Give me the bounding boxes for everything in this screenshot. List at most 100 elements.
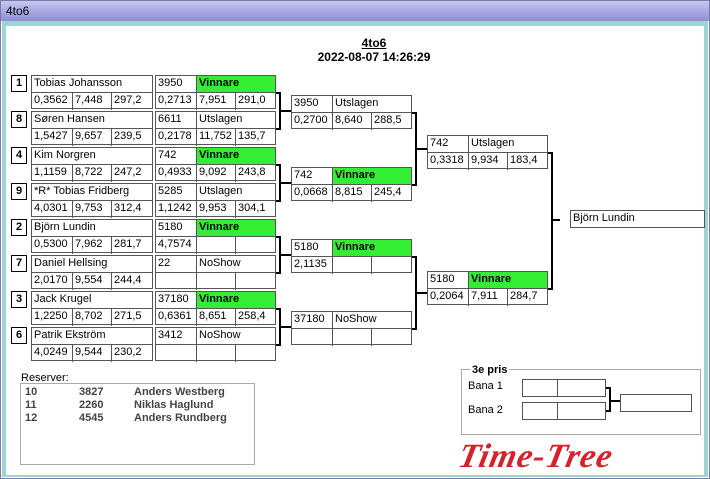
match-id: 5180 [294,241,319,253]
match-stat: 0,2700 [294,114,328,126]
player-stat: 2,0170 [34,274,68,286]
reserve-name: Niklas Haglund [134,399,214,411]
player-stat: 247,2 [111,165,152,182]
match-stat [156,273,196,290]
match-id: 742 [430,137,449,149]
bracket-line [416,148,427,150]
reserve-row: 11 [25,399,37,411]
match-id: 22 [158,257,171,269]
lane1-label: Bana 1 [468,380,503,392]
bracket-line [412,184,416,186]
player-stat: 239,5 [111,129,152,146]
round1-result[interactable]: 3412 NoShow [155,327,276,362]
player-stat: 8,702 [72,309,111,326]
final-winner-name: Björn Lundin [573,212,635,224]
bracket-line [276,272,280,274]
match-id: 37180 [294,313,325,325]
player-stat: 4,0301 [34,202,68,214]
round2-result[interactable]: 37180 NoShow [291,311,412,346]
reserves-panel: 10 3827 Anders Westberg 11 2260 Niklas H… [20,383,255,465]
match-stat [332,257,371,274]
title-bar[interactable]: 4to6 [1,1,709,21]
match-id: 5180 [430,273,455,285]
bracket-line [280,254,292,256]
match-stat: 135,7 [235,129,275,146]
player-stat: 297,2 [111,93,152,110]
match-stat [371,257,411,274]
match-result-label: Vinnare [196,148,275,165]
match-id: 5180 [158,221,183,233]
match-stat [292,329,332,346]
divider [156,128,275,129]
divider [428,288,547,289]
match-result-label: Vinnare [332,168,411,185]
lane1-input[interactable] [522,379,606,397]
divider [292,328,411,329]
divider [32,236,152,237]
match-stat: 0,3318 [430,154,464,166]
match-result-label: Utslagen [196,112,275,129]
player-stat: 9,554 [72,273,111,290]
seed-number: 8 [11,111,27,128]
divider [32,128,152,129]
bracket-line [280,182,292,184]
match-result-label: NoShow [196,328,275,345]
match-id: 3950 [158,77,183,89]
divider [156,344,275,345]
seed-number: 4 [11,147,27,164]
player-stat: 230,2 [111,345,152,362]
match-stat: 0,2064 [430,290,464,302]
bracket-line [280,110,292,112]
player-stat: 271,5 [111,309,152,326]
match-stat: 9,953 [196,201,235,218]
bracket-line [548,288,552,290]
divider [156,308,275,309]
player-stat: 0,3562 [34,94,68,106]
lane2-input[interactable] [522,402,606,420]
reserve-row: 10 [25,386,38,398]
match-id: 3412 [158,329,183,341]
divider [32,344,152,345]
third-place-panel: 3e pris Bana 1 Bana 2 [461,364,701,435]
window-frame [2,21,708,477]
reserve-name: Anders Westberg [134,386,225,398]
seed-number: 9 [11,183,27,200]
match-stat: 0,4933 [158,166,192,178]
match-stat [196,237,235,254]
seed-number: 6 [11,327,27,344]
player-stat: 7,448 [72,93,111,110]
final-winner[interactable]: Björn Lundin [570,210,705,228]
match-stat: 0,6361 [158,310,192,322]
match-result-label: Utslagen [196,184,275,201]
match-stat: 291,0 [235,93,275,110]
divider [32,92,152,93]
third-place-title: 3e pris [470,364,510,376]
bracket-line [276,128,280,130]
divider [32,200,152,201]
match-result-label: NoShow [332,312,411,329]
match-id: 742 [158,149,177,161]
reserve-name: Anders Rundberg [134,412,227,424]
third-place-result[interactable] [620,394,692,412]
